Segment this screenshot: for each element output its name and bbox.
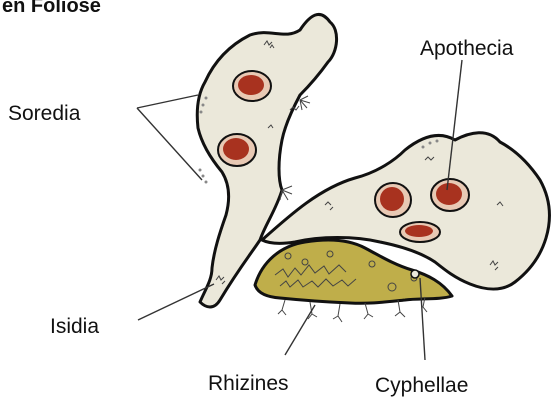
label-isidia: Isidia [50,315,99,338]
label-apothecia: Apothecia [420,37,514,60]
label-cyphellae: Cyphellae [375,374,468,397]
label-soredia: Soredia [8,102,81,125]
apothecium-disc [436,183,462,205]
apothecium-disc [238,75,264,95]
cyphella-pore [411,270,419,278]
apothecium-disc [223,138,249,160]
diagram-title: en Foliose [2,0,101,17]
apothecium-disc [405,225,433,237]
label-rhizines: Rhizines [208,372,289,395]
apothecium-disc [380,187,404,211]
